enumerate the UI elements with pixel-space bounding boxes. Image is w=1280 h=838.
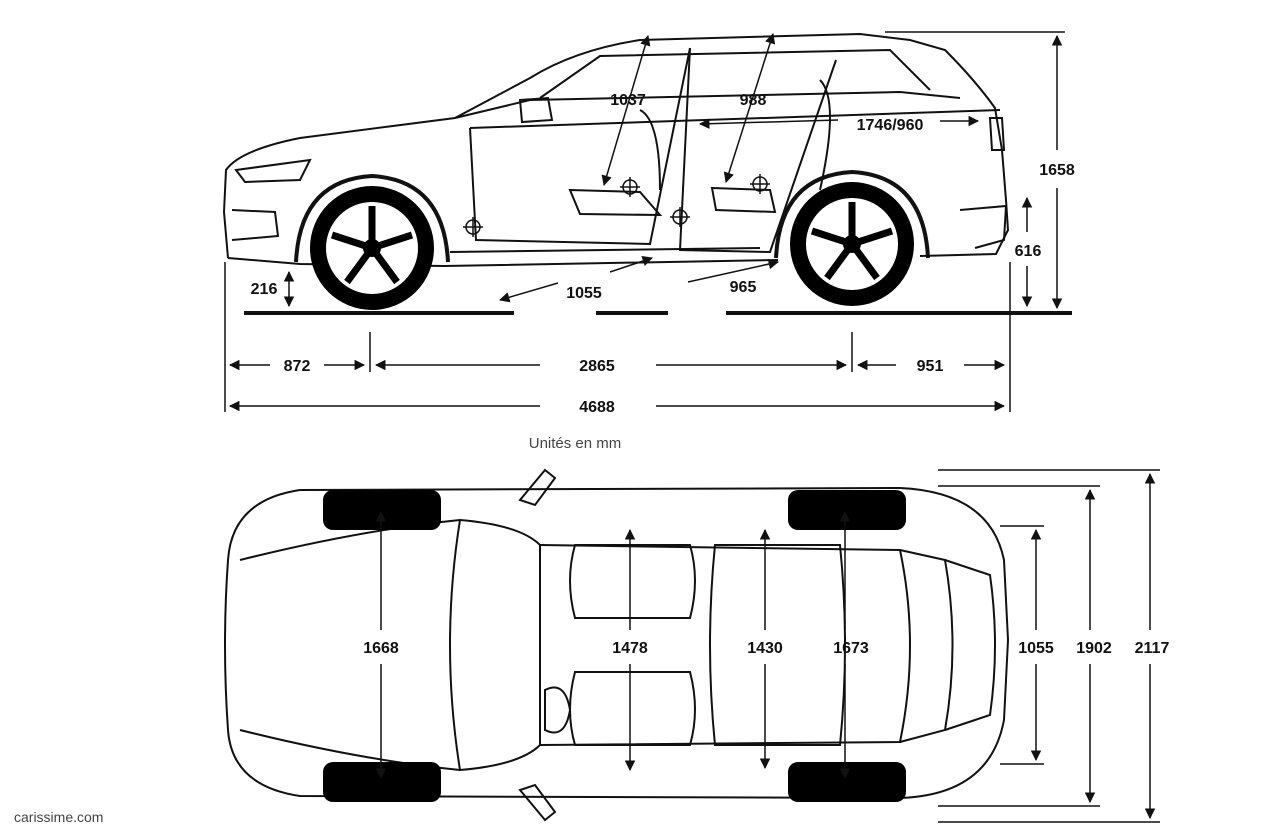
side-window-upper xyxy=(539,48,931,99)
dim-legroom-rear: 965 xyxy=(730,279,757,296)
dim-overall-length: 4688 xyxy=(579,399,615,416)
rear-light xyxy=(988,117,1006,151)
tire-front-right xyxy=(323,762,441,802)
dim-shoulder-rear: 1430 xyxy=(747,640,783,657)
dim-wheelbase: 2865 xyxy=(579,358,615,375)
front-bumper-line xyxy=(231,209,280,241)
dim-front-overhang: 872 xyxy=(284,358,311,375)
tire-front-left xyxy=(323,490,441,530)
front-door-line xyxy=(469,47,691,246)
top-view xyxy=(224,468,1010,822)
front-wheel xyxy=(310,186,434,310)
top-tires xyxy=(323,490,906,802)
rear-bumper-line xyxy=(959,204,1008,249)
h-point-markers xyxy=(463,174,770,237)
watermark: carissime.com xyxy=(14,809,103,825)
side-window-line xyxy=(454,90,961,119)
dim-cargo-width: 1055 xyxy=(1018,640,1054,657)
tailgate xyxy=(944,559,996,731)
dim-shoulder-front: 1478 xyxy=(612,640,648,657)
top-dimension-lines xyxy=(375,469,1160,823)
dim-sill-height: 616 xyxy=(1015,243,1042,260)
rear-bench xyxy=(709,544,846,746)
dim-legroom-front: 1055 xyxy=(566,285,602,302)
dim-body-width: 1902 xyxy=(1076,640,1112,657)
side-mirror xyxy=(518,96,554,124)
roof-outline xyxy=(539,544,911,746)
rear-wheel-arch xyxy=(774,169,930,259)
units-note: Unités en mm xyxy=(529,435,622,452)
dim-overall-height: 1658 xyxy=(1039,162,1075,179)
windshield xyxy=(449,518,541,772)
tire-rear-right xyxy=(788,762,906,802)
top-hood-line xyxy=(239,519,461,771)
rear-door-line xyxy=(678,47,837,254)
dim-rear-track: 1673 xyxy=(833,640,869,657)
mirror-left xyxy=(518,468,557,507)
side-sill-line xyxy=(449,247,761,253)
top-body-outline xyxy=(224,486,1010,800)
front-seat-left xyxy=(569,544,696,619)
dim-ground-clearance: 216 xyxy=(251,281,278,298)
rear-window xyxy=(899,549,954,743)
tire-rear-left xyxy=(788,490,906,530)
side-dimension-lines xyxy=(224,31,1065,412)
dim-headroom-rear: 988 xyxy=(740,92,767,109)
rear-wheel xyxy=(790,182,914,306)
front-wheel-arch xyxy=(294,173,450,263)
dim-front-track: 1668 xyxy=(363,640,399,657)
dim-headroom-front: 1037 xyxy=(610,92,646,109)
headlight xyxy=(234,158,312,184)
dim-rear-overhang: 951 xyxy=(917,358,944,375)
front-seat xyxy=(568,109,663,217)
steering-wheel xyxy=(544,686,572,734)
front-seat-right xyxy=(569,671,696,746)
mirror-right xyxy=(518,783,557,822)
dim-width-mirrors: 2117 xyxy=(1135,640,1170,657)
dim-cargo-length: 1746/960 xyxy=(857,117,924,134)
rear-seat xyxy=(710,79,831,214)
